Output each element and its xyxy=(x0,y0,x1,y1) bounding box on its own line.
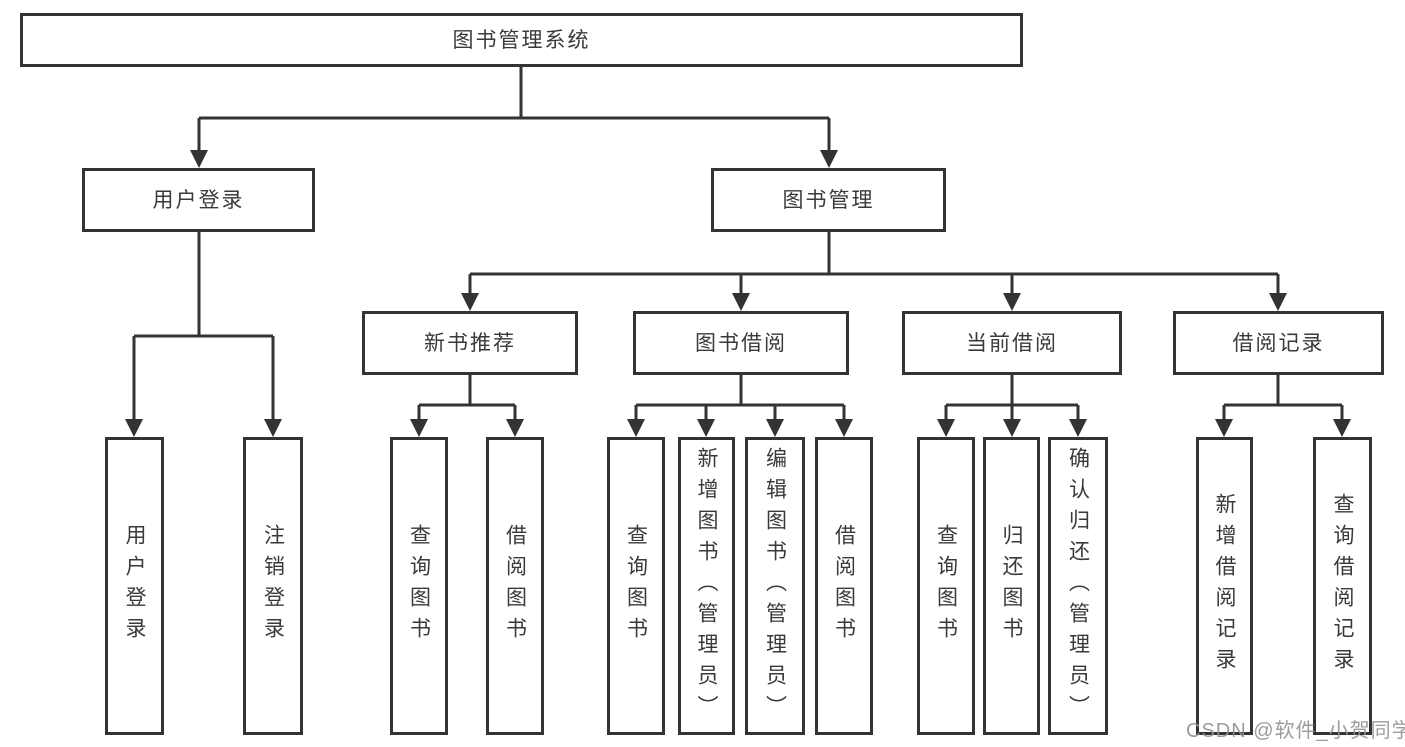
node-borrow-records-label: 借阅记录 xyxy=(1232,331,1325,355)
leaf-borrow-borrow-books-label: 借阅图书 xyxy=(832,524,856,648)
node-user-login: 用户登录 xyxy=(82,168,315,232)
leaf-records-add-record-label: 新增借阅记录 xyxy=(1213,493,1236,679)
csdn-watermark: CSDN @软件_小贺同学 xyxy=(1186,720,1405,742)
leaf-records-query-record-label: 查询借阅记录 xyxy=(1331,493,1354,679)
leaf-logout-label: 注销登录 xyxy=(261,524,285,648)
node-book-management-label: 图书管理 xyxy=(782,188,875,212)
leaf-newbook-borrow-books: 借阅图书 xyxy=(486,437,544,735)
leaf-user-login-label: 用户登录 xyxy=(123,524,146,648)
leaf-user-login: 用户登录 xyxy=(105,437,164,735)
node-root-system-label: 图书管理系统 xyxy=(452,28,591,52)
node-book-borrow-label: 图书借阅 xyxy=(695,331,787,355)
leaf-current-query-books: 查询图书 xyxy=(917,437,975,735)
arrowheads xyxy=(125,150,1351,437)
leaf-newbook-query-books: 查询图书 xyxy=(390,437,448,735)
leaf-borrow-add-books-admin-label: 新增图书（管理员） xyxy=(695,446,718,726)
leaf-current-confirm-return-admin: 确认归还（管理员） xyxy=(1048,437,1108,735)
leaf-records-query-record: 查询借阅记录 xyxy=(1313,437,1372,735)
leaf-current-return-books-label: 归还图书 xyxy=(1000,524,1023,648)
leaf-borrow-edit-books-admin: 编辑图书（管理员） xyxy=(745,437,805,735)
node-book-borrow: 图书借阅 xyxy=(633,311,849,375)
node-current-borrow: 当前借阅 xyxy=(902,311,1122,375)
leaf-newbook-query-books-label: 查询图书 xyxy=(407,524,431,648)
leaf-current-query-books-label: 查询图书 xyxy=(934,524,958,648)
node-current-borrow-label: 当前借阅 xyxy=(966,331,1058,355)
leaf-borrow-borrow-books: 借阅图书 xyxy=(815,437,873,735)
leaf-current-return-books: 归还图书 xyxy=(983,437,1040,735)
leaf-borrow-query-books-label: 查询图书 xyxy=(624,524,648,648)
leaf-newbook-borrow-books-label: 借阅图书 xyxy=(503,524,527,648)
node-user-login-label: 用户登录 xyxy=(152,188,245,212)
node-root-system: 图书管理系统 xyxy=(20,13,1023,67)
node-new-book-recommend-label: 新书推荐 xyxy=(424,331,516,355)
node-book-management: 图书管理 xyxy=(711,168,946,232)
node-new-book-recommend: 新书推荐 xyxy=(362,311,578,375)
leaf-current-confirm-return-admin-label: 确认归还（管理员） xyxy=(1066,446,1090,726)
leaf-logout: 注销登录 xyxy=(243,437,303,735)
node-borrow-records: 借阅记录 xyxy=(1173,311,1384,375)
leaf-borrow-add-books-admin: 新增图书（管理员） xyxy=(678,437,735,735)
leaf-borrow-query-books: 查询图书 xyxy=(607,437,665,735)
leaf-borrow-edit-books-admin-label: 编辑图书（管理员） xyxy=(763,446,787,726)
leaf-records-add-record: 新增借阅记录 xyxy=(1196,437,1253,735)
